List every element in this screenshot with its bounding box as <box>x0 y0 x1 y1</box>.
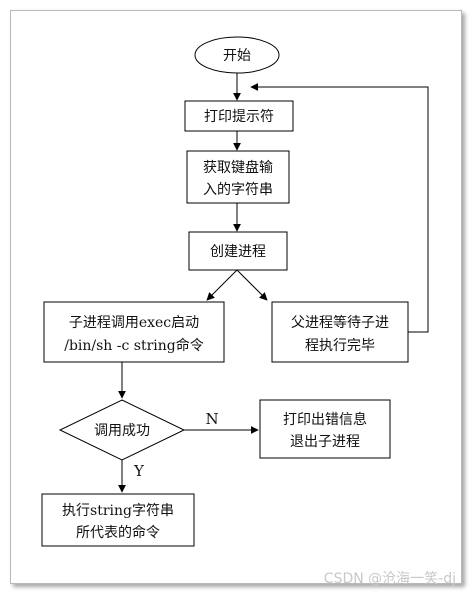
execute-command-line-1: 执行string字符串 <box>62 503 174 519</box>
child-exec-line-2: /bin/sh -c string命令 <box>64 337 204 354</box>
watermark: CSDN @沧海一笑-dj <box>323 571 456 587</box>
decision-diamond: 调用成功 <box>58 399 186 461</box>
create-process-label: 创建进程 <box>210 244 266 260</box>
child-exec-line-1: 子进程调用exec启动 <box>69 315 199 331</box>
child-exec-box: 子进程调用exec启动 /bin/sh -c string命令 <box>43 301 225 363</box>
error-exit-line-2: 退出子进程 <box>290 434 360 450</box>
edge-label-yes: Y <box>133 462 145 480</box>
create-process-box: 创建进程 <box>188 231 288 271</box>
edge-parent-loop-to-print <box>250 83 429 333</box>
error-exit-box: 打印出错信息 退出子进程 <box>259 399 391 459</box>
parent-wait-line-1: 父进程等待子进 <box>291 314 389 331</box>
execute-command-box: 执行string字符串 所代表的命令 <box>41 493 195 547</box>
print-prompt-label: 打印提示符 <box>204 108 274 125</box>
parent-wait-box: 父进程等待子进 程执行完毕 <box>271 301 409 363</box>
start-terminal: 开始 <box>194 36 280 74</box>
edge-create-to-child <box>206 269 238 301</box>
decision-label: 调用成功 <box>94 423 150 439</box>
execute-command-line-2: 所代表的命令 <box>76 524 160 541</box>
parent-wait-line-2: 程执行完毕 <box>305 338 375 354</box>
read-input-line-2: 入的字符串 <box>203 182 273 198</box>
read-input-box: 获取键盘输 入的字符串 <box>186 150 290 204</box>
edge-create-to-parent <box>236 269 268 301</box>
edge-label-no: N <box>205 410 218 428</box>
print-prompt-box: 打印提示符 <box>184 100 294 132</box>
read-input-line-1: 获取键盘输 <box>203 159 273 176</box>
start-label: 开始 <box>223 48 251 64</box>
error-exit-line-1: 打印出错信息 <box>283 411 367 428</box>
